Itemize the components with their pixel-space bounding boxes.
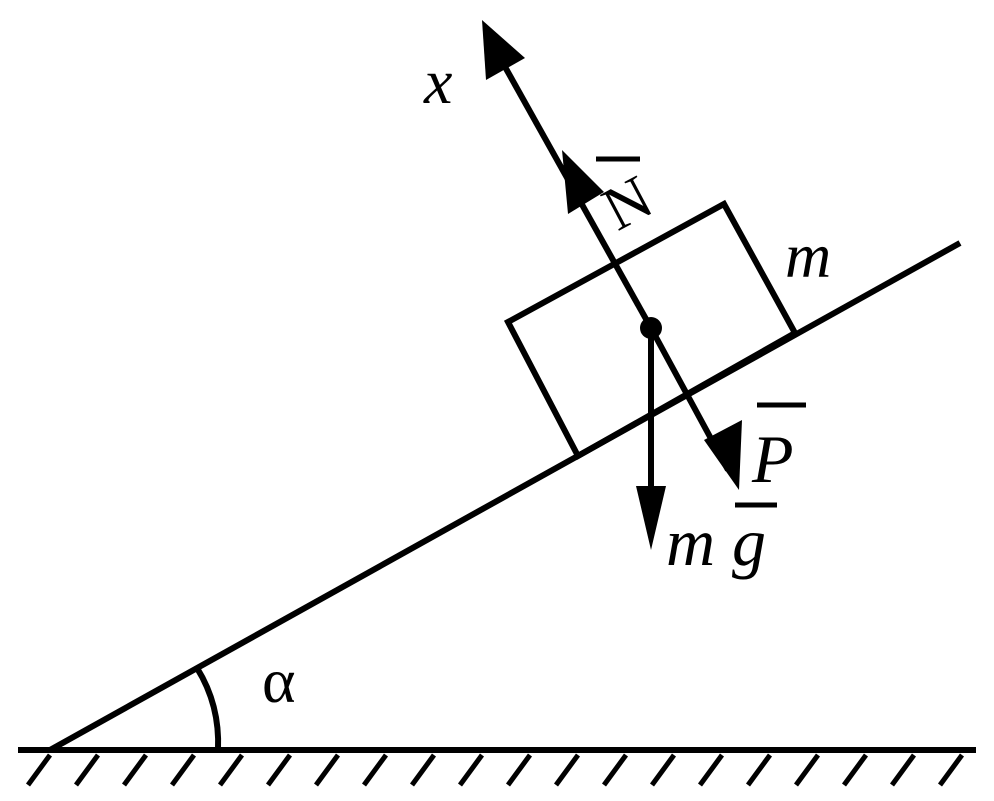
normal-force-label: N — [592, 163, 663, 244]
angle-label: α — [262, 645, 296, 716]
pressure-force-arrowhead — [704, 420, 742, 490]
gravity-label-g: g — [732, 504, 766, 580]
block — [503, 199, 800, 461]
x-axis-arrowhead — [482, 20, 525, 80]
normal-force-arrowhead — [562, 150, 604, 214]
ground-hatching — [25, 753, 965, 787]
incline-surface — [48, 240, 962, 753]
center-of-mass-point — [640, 317, 662, 339]
pressure-force-label: P — [751, 421, 794, 497]
mass-label: m — [785, 220, 831, 291]
gravity-arrowhead — [636, 486, 666, 550]
x-axis-label: x — [423, 46, 452, 117]
gravity-label-m: m — [666, 504, 715, 580]
angle-arc — [194, 666, 222, 751]
